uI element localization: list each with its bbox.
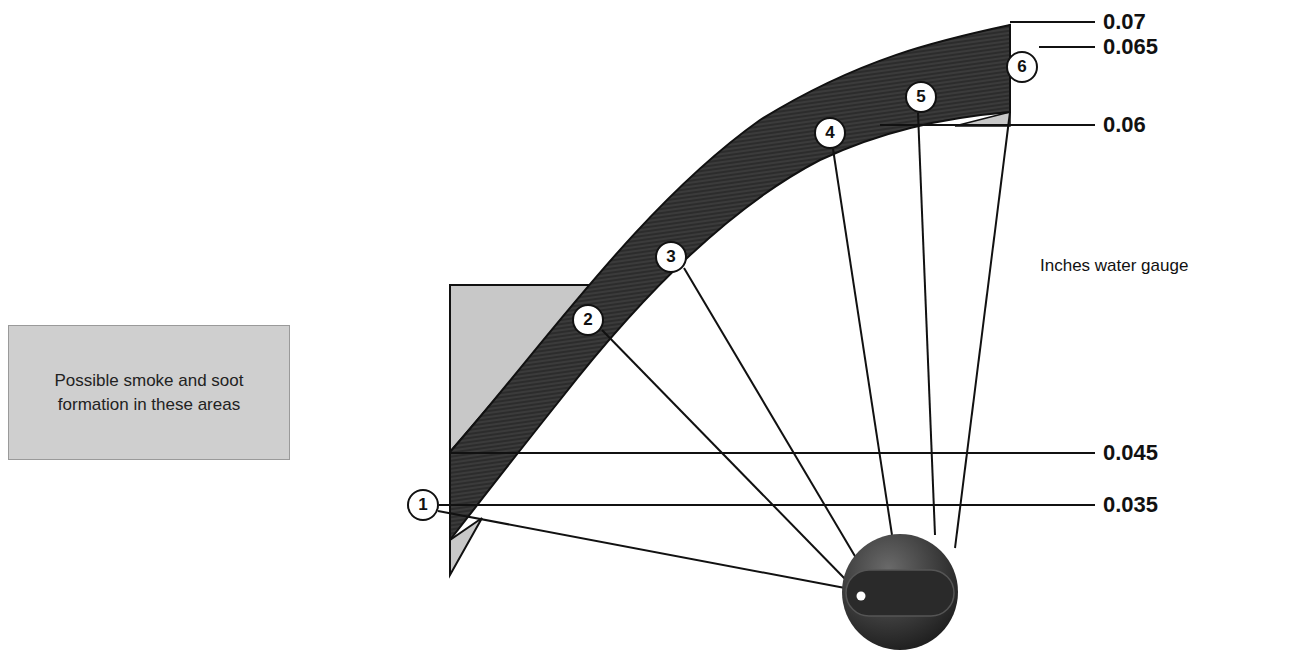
unit-label: Inches water gauge (1040, 256, 1188, 276)
callout-circle: 3 (655, 241, 687, 273)
callout-number: 3 (666, 247, 675, 267)
pressure-value: 0.065 (1103, 34, 1158, 60)
callout-number: 2 (583, 310, 592, 330)
callout-number: 6 (1017, 57, 1026, 77)
callout-number: 4 (825, 123, 834, 143)
callout-circle: 2 (572, 304, 604, 336)
pointer-lines (438, 112, 1010, 588)
adjustment-band (450, 25, 1010, 540)
callout-number: 5 (916, 87, 925, 107)
burner-knob (842, 534, 958, 650)
pressure-value: 0.07 (1103, 9, 1146, 35)
note-box: Possible smoke and soot formation in the… (8, 325, 290, 460)
callout-circle: 4 (814, 117, 846, 149)
pressure-value: 0.06 (1103, 112, 1146, 138)
note-text: Possible smoke and soot formation in the… (9, 361, 289, 425)
callout-circle: 5 (905, 81, 937, 113)
level-lines (439, 22, 1095, 505)
pressure-value: 0.035 (1103, 492, 1158, 518)
callout-circle: 6 (1006, 51, 1038, 83)
pressure-value: 0.045 (1103, 440, 1158, 466)
callout-number: 1 (418, 495, 427, 515)
callout-circle: 1 (407, 489, 439, 521)
